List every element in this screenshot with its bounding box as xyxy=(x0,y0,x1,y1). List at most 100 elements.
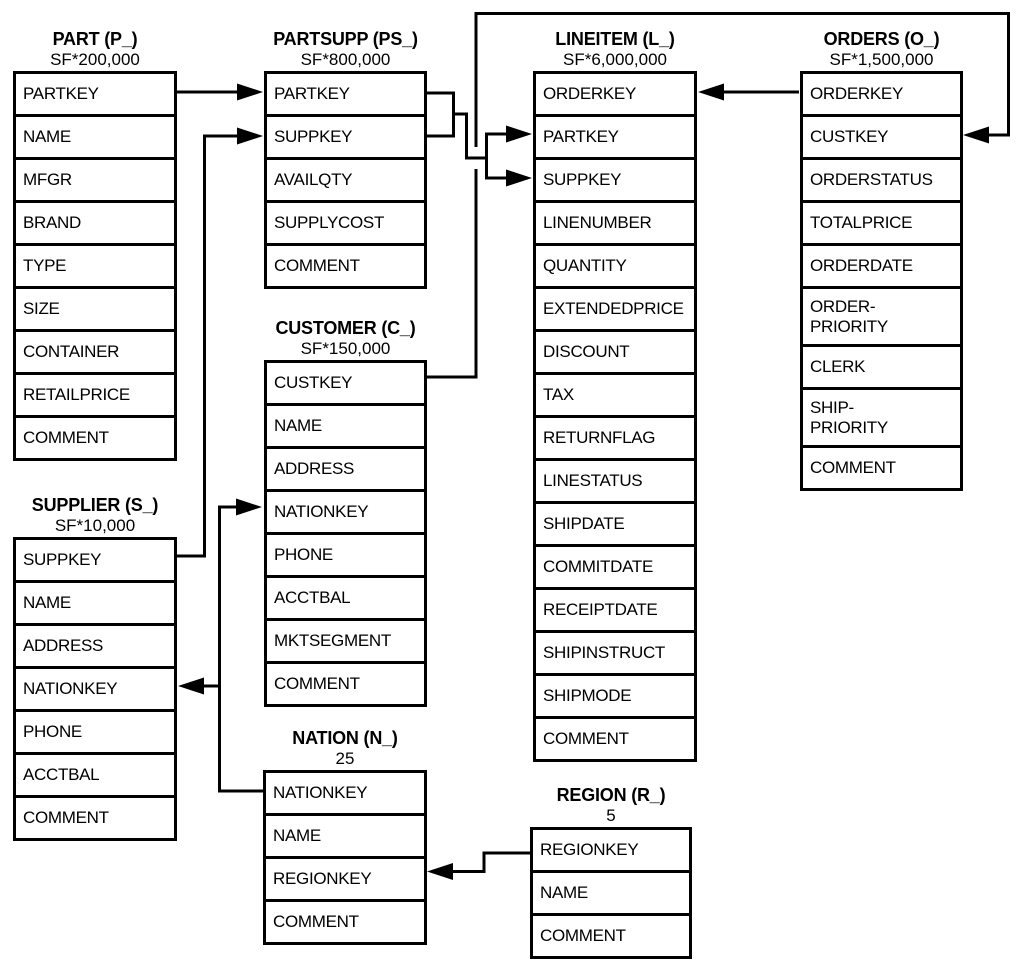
table-cardinality: SF*800,000 xyxy=(300,50,391,69)
relationship-partsupp-lineitem-partkey xyxy=(427,91,532,180)
field-supplycost: SUPPLYCOST xyxy=(264,200,427,246)
field-comment: COMMENT xyxy=(13,795,177,841)
relationship-partsupp-lineitem-suppkey xyxy=(486,169,532,187)
relationship-supplier-partsupp xyxy=(177,127,263,558)
field-orderkey: ORDERKEY xyxy=(533,71,697,117)
field-shipinstruct: SHIPINSTRUCT xyxy=(533,630,697,676)
field-partkey: PARTKEY xyxy=(264,71,427,117)
field-brand: BRAND xyxy=(13,200,177,246)
arrowhead-left xyxy=(698,83,724,101)
arrowhead-right xyxy=(237,83,263,101)
field-receiptdate: RECEIPTDATE xyxy=(533,587,697,633)
field-comment: COMMENT xyxy=(263,899,427,945)
field-tax: TAX xyxy=(533,372,697,418)
arrowhead-right xyxy=(236,498,262,516)
table-title: LINEITEM (L_) xyxy=(555,29,675,49)
arrowhead-right xyxy=(237,127,263,145)
field-phone: PHONE xyxy=(13,709,177,755)
relationship-nation-customer xyxy=(218,498,262,686)
field-mfgr: MFGR xyxy=(13,157,177,203)
field-name: NAME xyxy=(13,114,177,160)
field-container: CONTAINER xyxy=(13,329,177,375)
field-retailprice: RETAILPRICE xyxy=(13,372,177,418)
table-title: CUSTOMER (C_) xyxy=(275,318,416,338)
field-linenumber: LINENUMBER xyxy=(533,200,697,246)
field-comment: COMMENT xyxy=(13,415,177,461)
table-header-customer: CUSTOMER (C_)SF*150,000 xyxy=(264,318,427,360)
field-commitdate: COMMITDATE xyxy=(533,544,697,590)
field-availqty: AVAILQTY xyxy=(264,157,427,203)
field-partkey: PARTKEY xyxy=(533,114,697,160)
field-regionkey: REGIONKEY xyxy=(530,827,692,873)
arrowhead-right xyxy=(506,169,532,187)
table-header-nation: NATION (N_)25 xyxy=(263,728,427,770)
field-orderstatus: ORDERSTATUS xyxy=(800,157,963,203)
field-shipdate: SHIPDATE xyxy=(533,501,697,547)
table-header-lineitem: LINEITEM (L_)SF*6,000,000 xyxy=(533,29,697,71)
field-custkey: CUSTKEY xyxy=(264,360,427,406)
field-shipmode: SHIPMODE xyxy=(533,673,697,719)
field-discount: DISCOUNT xyxy=(533,329,697,375)
field-comment: COMMENT xyxy=(530,913,692,959)
field-comment: COMMENT xyxy=(800,445,963,491)
arrowhead-left xyxy=(178,677,204,695)
field-name: NAME xyxy=(264,403,427,449)
table-title: PARTSUPP (PS_) xyxy=(273,29,418,49)
field-orderkey: ORDERKEY xyxy=(800,71,963,117)
field-clerk: CLERK xyxy=(800,344,963,390)
field-nationkey: NATIONKEY xyxy=(264,489,427,535)
field-comment: COMMENT xyxy=(264,661,427,707)
field-suppkey: SUPPKEY xyxy=(264,114,427,160)
field-name: NAME xyxy=(13,580,177,626)
field-nationkey: NATIONKEY xyxy=(263,770,427,816)
field-returnflag: RETURNFLAG xyxy=(533,415,697,461)
field-acctbal: ACCTBAL xyxy=(13,752,177,798)
table-cardinality: 5 xyxy=(606,806,616,825)
field-orderdate: ORDERDATE xyxy=(800,243,963,289)
table-cardinality: SF*10,000 xyxy=(54,516,136,535)
field-ship-priority: SHIP- PRIORITY xyxy=(800,387,963,448)
table-cardinality: SF*6,000,000 xyxy=(563,50,667,69)
field-suppkey: SUPPKEY xyxy=(533,157,697,203)
table-header-supplier: SUPPLIER (S_)SF*10,000 xyxy=(13,495,177,537)
field-custkey: CUSTKEY xyxy=(800,114,963,160)
table-title: ORDERS (O_) xyxy=(823,29,940,49)
table-cardinality: SF*150,000 xyxy=(300,339,391,358)
relationship-nation-supplier xyxy=(178,677,263,793)
field-suppkey: SUPPKEY xyxy=(13,537,177,583)
field-comment: COMMENT xyxy=(533,716,697,762)
field-type: TYPE xyxy=(13,243,177,289)
field-comment: COMMENT xyxy=(264,243,427,289)
table-title: SUPPLIER (S_) xyxy=(31,495,159,515)
field-nationkey: NATIONKEY xyxy=(13,666,177,712)
field-name: NAME xyxy=(263,813,427,859)
field-name: NAME xyxy=(530,870,692,916)
field-address: ADDRESS xyxy=(13,623,177,669)
table-title: NATION (N_) xyxy=(292,728,398,748)
arrowhead-right xyxy=(506,125,532,143)
relationship-orders-lineitem xyxy=(698,83,799,101)
table-cardinality: SF*1,500,000 xyxy=(829,50,934,69)
field-quantity: QUANTITY xyxy=(533,243,697,289)
field-address: ADDRESS xyxy=(264,446,427,492)
relationship-part-partsupp xyxy=(177,83,263,101)
table-cardinality: SF*200,000 xyxy=(50,50,140,69)
table-title: PART (P_) xyxy=(52,29,138,49)
table-header-partsupp: PARTSUPP (PS_)SF*800,000 xyxy=(264,29,427,71)
table-title: REGION (R_) xyxy=(556,785,666,805)
table-header-part: PART (P_)SF*200,000 xyxy=(13,29,177,71)
relationship-region-nation xyxy=(427,851,530,880)
field-extendedprice: EXTENDEDPRICE xyxy=(533,286,697,332)
arrowhead-left xyxy=(427,863,453,880)
table-header-region: REGION (R_)5 xyxy=(530,785,692,827)
field-acctbal: ACCTBAL xyxy=(264,575,427,621)
table-cardinality: 25 xyxy=(335,749,355,768)
